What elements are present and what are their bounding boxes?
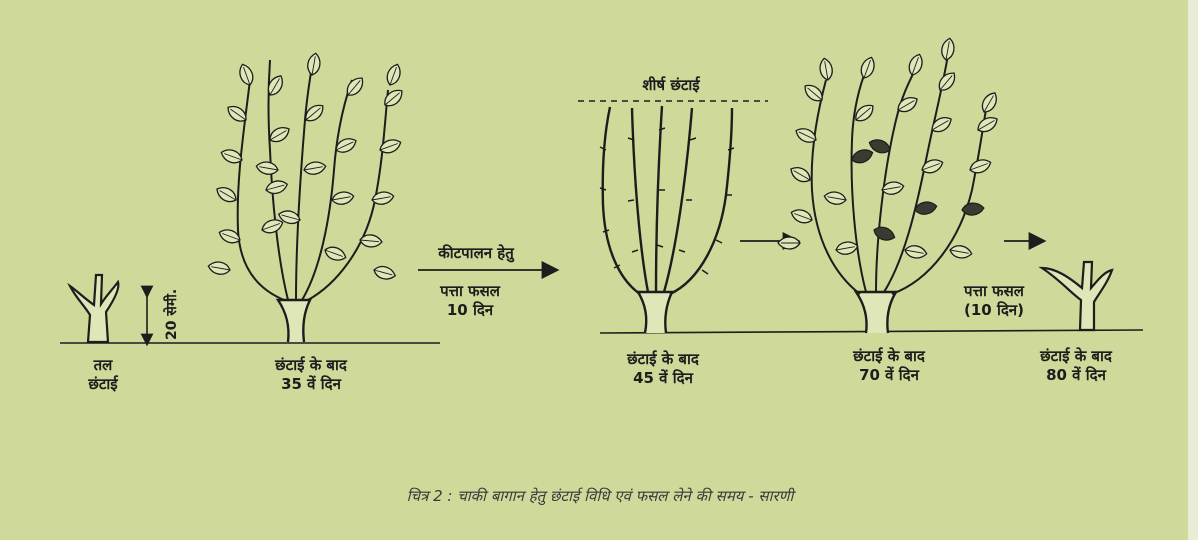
leaf-crop-1-text: पत्ता फसल (440, 282, 500, 301)
leaf-crop-label-2: पत्ता फसल (10 दिन) (964, 282, 1024, 320)
base-pruning-line2: छंटाई (88, 375, 117, 394)
stage3-line1: छंटाई के बाद (853, 347, 925, 366)
stage3-line2: 70 वें दिन (853, 366, 925, 385)
stage1-label: छंटाई के बाद 35 वें दिन (275, 356, 347, 394)
stage4-label: छंटाई के बाद 80 वें दिन (1040, 347, 1112, 385)
leaf-crop-1-days: 10 दिन (440, 301, 500, 320)
stage1-line2: 35 वें दिन (275, 375, 347, 394)
base-pruning-line1: तल (88, 356, 117, 375)
height-marker-label: 20 सेमी. (162, 289, 181, 340)
topped-stems-45-days (600, 106, 734, 333)
base-pruning-label: तल छंटाई (88, 356, 117, 394)
repruned-stump-80-days (1042, 262, 1112, 330)
insect-control-label: कीटपालन हेतु (438, 244, 514, 263)
leaf-crop-label-1: पत्ता फसल 10 दिन (440, 282, 500, 320)
leaf-crop-2-text: पत्ता फसल (964, 282, 1024, 301)
leaf-crop-2-days: (10 दिन) (964, 301, 1024, 320)
figure-caption: चित्र 2 : चाकी बागान हेतु छंटाई विधि एवं… (407, 486, 794, 506)
leafy-bush-35-days (207, 52, 405, 342)
stage4-line1: छंटाई के बाद (1040, 347, 1112, 366)
stage2-line1: छंटाई के बाद (627, 350, 699, 369)
base-pruned-stump (70, 275, 118, 342)
top-pruning-label: शीर्ष छंटाई (642, 76, 699, 95)
stage4-line2: 80 वें दिन (1040, 366, 1112, 385)
stage3-label: छंटाई के बाद 70 वें दिन (853, 347, 925, 385)
stage1-line1: छंटाई के बाद (275, 356, 347, 375)
stage2-label: छंटाई के बाद 45 वें दिन (627, 350, 699, 388)
stage2-line2: 45 वें दिन (627, 369, 699, 388)
